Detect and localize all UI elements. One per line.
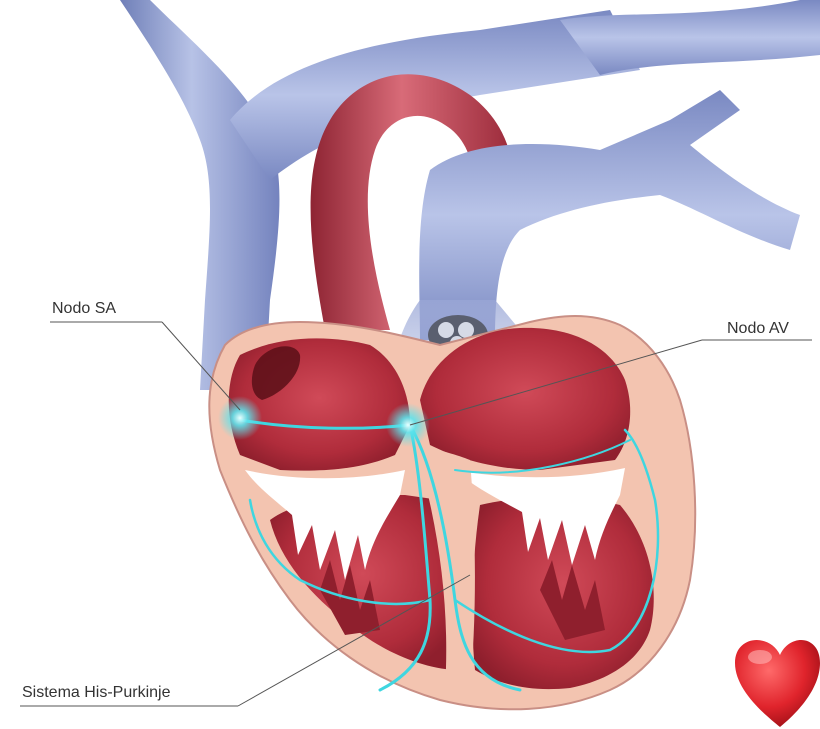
left-ventricle [472, 498, 653, 690]
vein-branch-upper [560, 0, 820, 75]
label-av-node: Nodo AV [727, 320, 789, 338]
heart-icon [735, 640, 820, 727]
label-his-purkinje: Sistema His-Purkinje [22, 684, 170, 702]
label-sa-node: Nodo SA [52, 300, 116, 318]
sa-node [218, 396, 262, 440]
av-node [386, 403, 430, 447]
